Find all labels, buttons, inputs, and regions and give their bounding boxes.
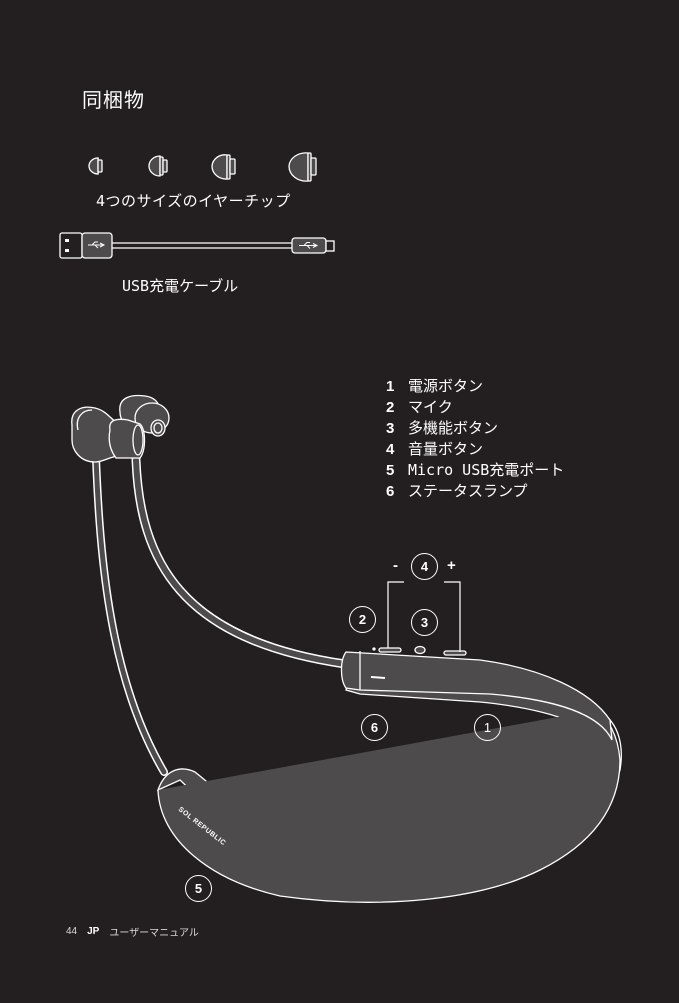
neckband [156,651,622,903]
callout-5: 5 [185,875,212,902]
earbud-left-icon [71,406,146,463]
ear-tip-xs-icon [88,157,103,175]
page-number: 44 [66,926,78,937]
page-title: 同梱物 [82,88,145,112]
callout-1: 1 [474,714,501,741]
language-code: JP [87,926,100,937]
callout-2: 2 [349,606,376,633]
earbud-wires [92,454,350,776]
multifunction-button [414,645,426,655]
volume-plus-sign: + [447,557,456,574]
ear-tip-s-icon [148,155,168,177]
usb-cable-icon [59,232,335,259]
ear-tip-l-icon [288,152,317,182]
manual-title: ユーザーマニュアル [109,928,199,939]
page-footer: 44 JP ユーザーマニュアル [66,924,199,939]
status-led [370,676,386,679]
callout-4: 4 [411,553,438,580]
usb-cable-label: USB充電ケーブル [122,277,239,295]
volume-bracket [387,581,461,652]
ear-tips-label: 4つのサイズのイヤーチップ [96,192,291,210]
volume-minus-button [378,647,402,653]
callout-6: 6 [361,714,388,741]
volume-plus-button [443,650,467,656]
ear-tip-m-icon [211,154,236,180]
volume-minus-sign: - [393,557,398,574]
mic-hole [372,647,376,651]
callout-3: 3 [411,609,438,636]
